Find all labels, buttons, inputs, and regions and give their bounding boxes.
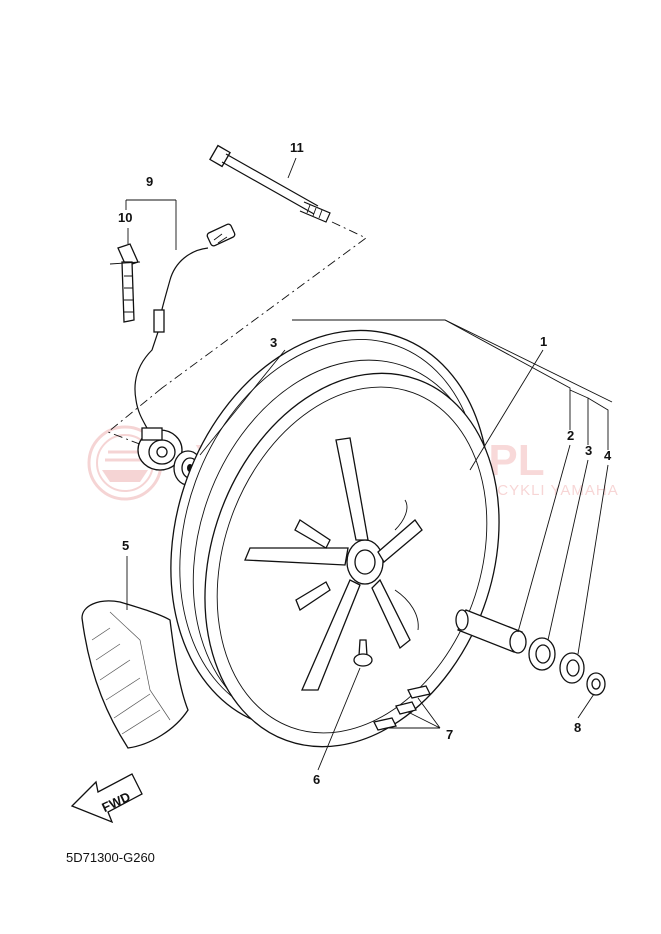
- spacer: [586, 672, 606, 696]
- bearing-right: [528, 637, 556, 671]
- callout-2: 2: [567, 428, 574, 443]
- callout-3-left: 3: [270, 335, 277, 350]
- callout-1: 1: [540, 334, 547, 349]
- tire-segment: [81, 600, 189, 749]
- tire-valve: [353, 639, 373, 667]
- callouts: 11 9 10 3 1 2 3 4 5 6 7 8: [118, 140, 612, 787]
- diagram-code: 5D71300-G260: [66, 850, 155, 865]
- callout-6: 6: [313, 772, 320, 787]
- alignment-dashed-line: [107, 221, 367, 449]
- callout-11: 11: [290, 140, 304, 155]
- leader-lines: [125, 157, 613, 771]
- cable-tie: [109, 243, 141, 323]
- collar: [455, 609, 527, 654]
- speed-sensor-cable: [134, 223, 236, 471]
- fwd-arrow: FWD: [70, 773, 143, 824]
- callout-8: 8: [574, 720, 581, 735]
- callout-9: 9: [146, 174, 153, 189]
- callout-10: 10: [118, 210, 132, 225]
- wheel: [170, 329, 500, 748]
- callout-7: 7: [446, 727, 453, 742]
- balance-weights: [373, 685, 431, 731]
- callout-5: 5: [122, 538, 129, 553]
- axle: [209, 144, 331, 223]
- callout-4: 4: [604, 448, 612, 463]
- oil-seal: [559, 652, 585, 684]
- watermark-logo: [87, 425, 163, 501]
- sensor-housing: [137, 427, 183, 471]
- callout-3-right: 3: [585, 443, 592, 458]
